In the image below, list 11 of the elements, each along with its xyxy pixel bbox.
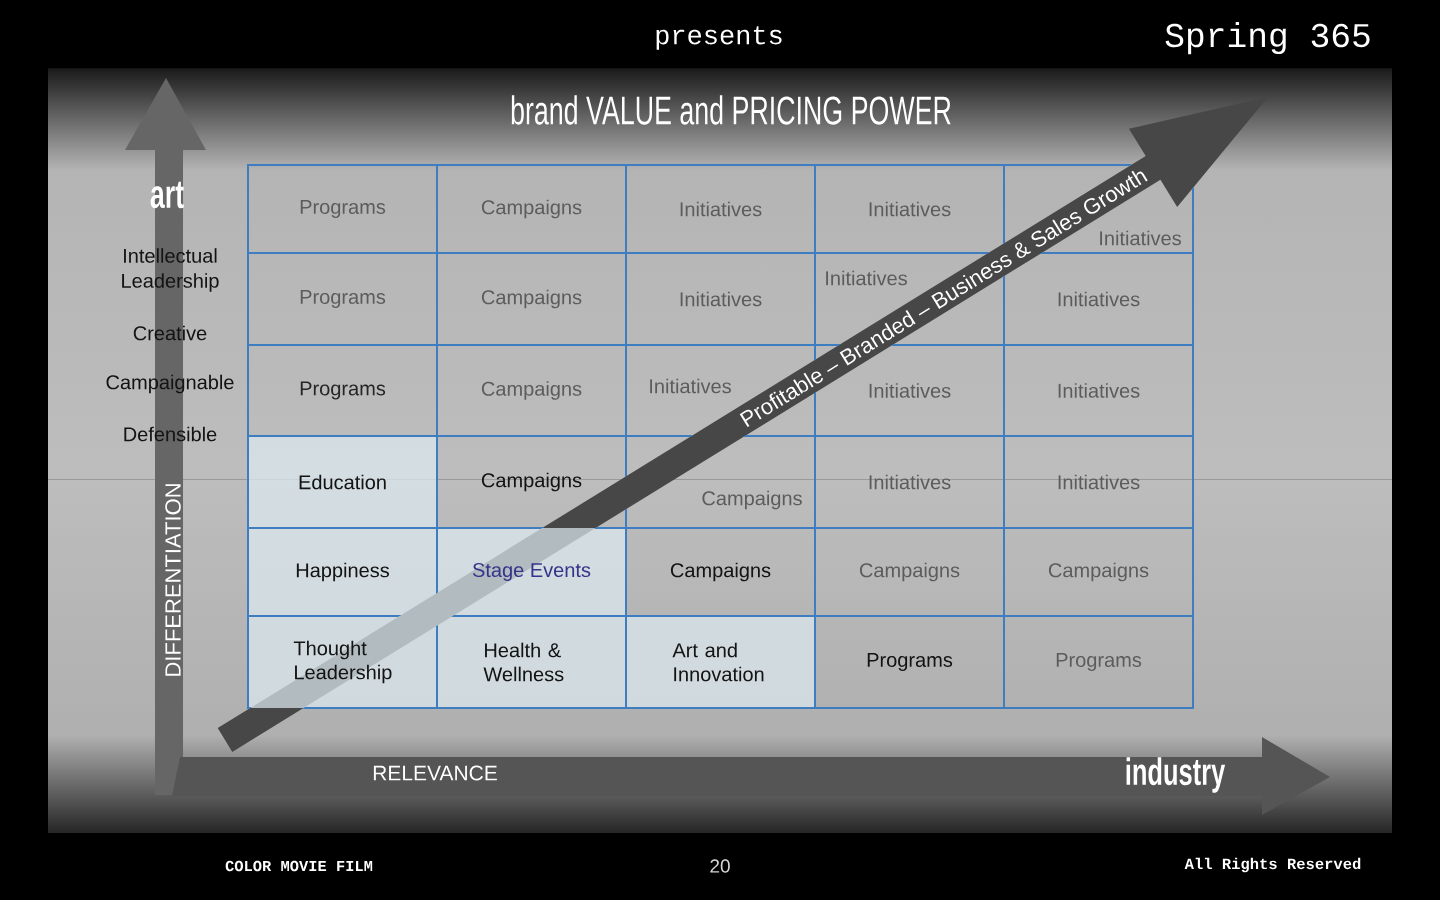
- axis-label: art: [150, 181, 184, 209]
- header-text: presents: [656, 26, 782, 50]
- level-label: Creative: [133, 325, 207, 341]
- level-label: Intellectual Leadership: [122, 248, 219, 292]
- header-text: Spring 365: [1165, 21, 1370, 55]
- footer-text: COLOR MOVIE FILM: [225, 860, 373, 872]
- level-label: Defensible: [124, 426, 217, 442]
- axis-label: DIFFERENTIATION: [165, 484, 181, 676]
- footer-text: All Rights Reserved: [1184, 857, 1361, 873]
- level-label: Campaignable: [106, 374, 234, 394]
- page-number: 20: [710, 859, 730, 873]
